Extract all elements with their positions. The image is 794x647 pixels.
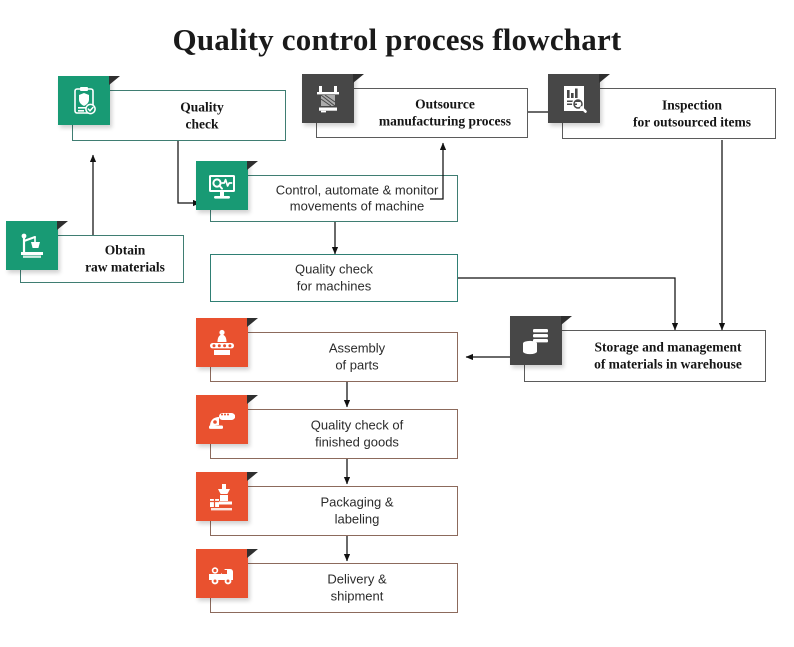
node-storage-management-label: Storage and management of materials in w… xyxy=(594,339,742,372)
node-control-automate-monitor-label: Control, automate & monitor movements of… xyxy=(275,181,439,214)
wire-control-to-outsource xyxy=(430,142,447,200)
node-inspection-outsourced-label: Inspection for outsourced items xyxy=(633,97,751,130)
node-quality-check-finished[interactable]: Quality check of finished goods xyxy=(196,395,458,459)
wire-qcmachines-to-storage xyxy=(458,277,679,331)
page-title: Quality control process flowchart xyxy=(172,22,622,57)
node-outsource-manufacturing-label: Outsource manufacturing process xyxy=(378,96,512,129)
stacked-boxes-icon xyxy=(510,316,572,365)
node-inspection-outsourced[interactable]: Inspection for outsourced items xyxy=(548,74,776,139)
node-assembly-of-parts-label: Assembly of parts xyxy=(328,340,386,372)
node-delivery-shipment[interactable]: Delivery & shipment xyxy=(196,549,458,613)
node-quality-check-machines-label: Quality check for machines xyxy=(294,261,374,293)
node-quality-check-finished-label: Quality check of finished goods xyxy=(310,417,404,449)
clipboard-shield-check-icon xyxy=(58,76,120,125)
node-control-automate-monitor[interactable]: Control, automate & monitor movements of… xyxy=(196,161,458,222)
node-assembly-of-parts[interactable]: Assembly of parts xyxy=(196,318,458,382)
node-packaging-labeling-label: Packaging & labeling xyxy=(320,494,394,526)
packaging-press-icon xyxy=(196,472,258,521)
delivery-truck-icon xyxy=(196,549,258,598)
wire-qualitycheck-to-control xyxy=(177,141,201,207)
node-quality-check-label: Quality check xyxy=(180,99,224,132)
crane-excavator-icon xyxy=(6,221,68,270)
node-delivery-shipment-label: Delivery & shipment xyxy=(327,571,387,603)
report-magnifier-icon xyxy=(548,74,610,123)
conveyor-assembly-icon xyxy=(196,318,258,367)
factory-press-icon xyxy=(302,74,364,123)
monitor-waveform-icon xyxy=(196,161,258,210)
power-tool-grinder-icon xyxy=(196,395,258,444)
node-obtain-raw-materials-label: Obtain raw materials xyxy=(85,242,165,275)
